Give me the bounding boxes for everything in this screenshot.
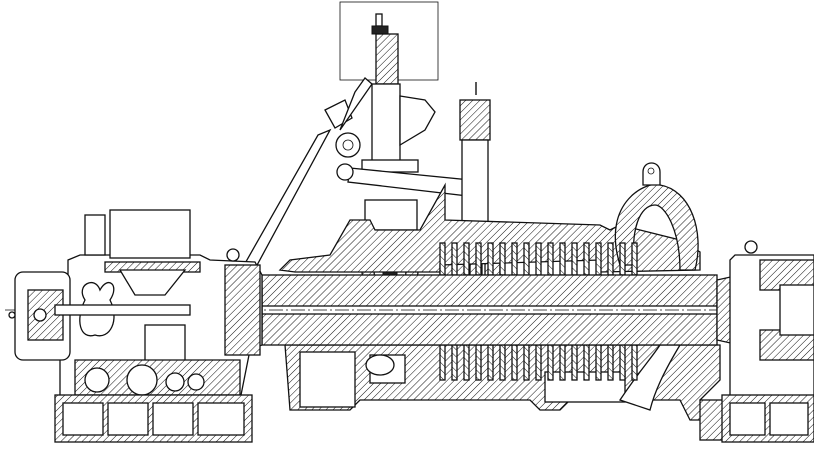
blade-stage: [451, 344, 458, 381]
blade-stage: [559, 242, 566, 276]
blade-stage: [547, 344, 554, 381]
blade-stage: [583, 344, 590, 381]
blade-stage: [583, 242, 590, 276]
blade-stage: [439, 242, 446, 276]
upper-casing: [278, 162, 701, 273]
blade-stage: [547, 242, 554, 276]
blade-stage: [535, 242, 542, 276]
blade-stage: [631, 344, 638, 381]
blade-stage: [619, 344, 626, 381]
blade-stage: [475, 344, 482, 381]
blade-stage: [499, 242, 506, 276]
blade-stage: [487, 344, 494, 381]
blade-stage: [619, 242, 626, 276]
front-bearing-pedestal: [59, 209, 263, 401]
blade-stage: [571, 344, 578, 381]
blade-stage: [463, 344, 470, 381]
blade-stage: [511, 344, 518, 381]
blade-stage: [487, 242, 494, 276]
foundation-right: [721, 394, 814, 443]
rear-bearing-pedestal: [699, 240, 814, 441]
blade-stage: [607, 242, 614, 276]
governor-head: [8, 271, 191, 361]
blade-stage: [595, 344, 602, 381]
blade-stage: [523, 344, 530, 381]
blade-stage: [571, 242, 578, 276]
blade-stage: [535, 344, 542, 381]
blade-stage: [511, 242, 518, 276]
blade-stage: [499, 344, 506, 381]
blade-stage: [439, 344, 446, 381]
blade-stage: [559, 344, 566, 381]
foundation-left: [54, 394, 253, 443]
blade-stage: [595, 242, 602, 276]
blade-stage: [475, 242, 482, 276]
blade-stages-upper: [439, 242, 638, 276]
blade-stage: [607, 344, 614, 381]
blade-stages-lower: [439, 344, 638, 381]
blade-stage: [631, 242, 638, 276]
blade-stage: [451, 242, 458, 276]
blade-stage: [523, 242, 530, 276]
blade-stage: [463, 242, 470, 276]
